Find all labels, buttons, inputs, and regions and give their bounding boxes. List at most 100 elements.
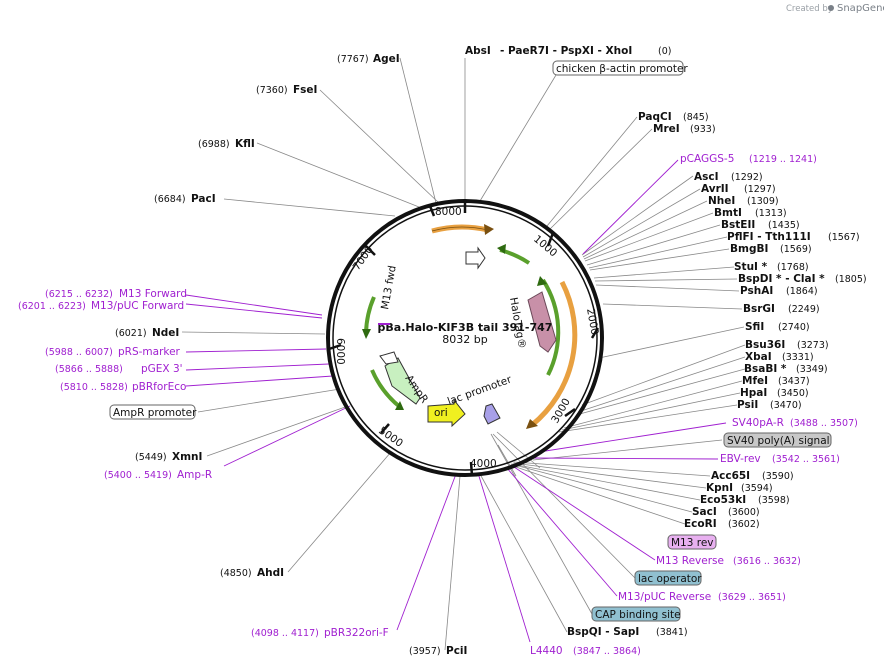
enzyme-hpai[interactable]: HpaI (740, 387, 767, 399)
enzyme-xmni-pos: (5449) (135, 452, 167, 463)
credit-label: Created by (786, 4, 833, 14)
primer-sv40pa-r-range: (3488 .. 3507) (790, 418, 858, 429)
enzyme-kfli[interactable]: KflI (235, 138, 255, 150)
primer-connector-lines (185, 159, 727, 643)
enzyme-avrii[interactable]: AvrII (701, 183, 729, 195)
primer-prs-marker[interactable]: pRS-marker (118, 346, 181, 358)
primer-m13-reverse[interactable]: M13 Reverse (656, 555, 724, 567)
enzyme-bmgbi-pos: (1569) (780, 244, 812, 255)
box-lac-operator[interactable] (634, 570, 702, 586)
enzyme-absi-extra[interactable]: - PaeR7I - PspXI - XhoI (500, 45, 632, 57)
primer-sv40pa-r[interactable]: SV40pA-R (732, 417, 784, 429)
ori-label: ori (434, 407, 448, 419)
enzyme-psii-pos: (3470) (770, 400, 802, 411)
enzyme-bsu36i-pos: (3273) (797, 340, 829, 351)
enzyme-paqci[interactable]: PaqCI (638, 111, 672, 123)
primer-m13-puc-forward[interactable]: M13/pUC Forward (91, 300, 184, 312)
lac-promoter-feature (483, 403, 501, 425)
enzyme-pflfi[interactable]: PflFI - Tth111I (727, 231, 811, 243)
enzyme-bspdi[interactable]: BspDI * - ClaI * (738, 273, 825, 285)
enzyme-nhei[interactable]: NheI (708, 195, 735, 207)
enzyme-agei[interactable]: AgeI (373, 53, 400, 65)
enzyme-bspdi-pos: (1805) (835, 274, 867, 285)
enzyme-fsei[interactable]: FseI (293, 84, 317, 96)
green-feature-1-arrow (497, 244, 506, 254)
primer-pgex3[interactable]: pGEX 3' (141, 363, 183, 375)
enzyme-bsteii[interactable]: BstEII (721, 219, 755, 231)
enzyme-psii[interactable]: PsiI (737, 399, 758, 411)
enzyme-xmni[interactable]: XmnI (172, 451, 202, 463)
enzyme-mfei[interactable]: MfeI (742, 375, 768, 387)
enzyme-asci[interactable]: AscI (694, 171, 719, 183)
orange-feature-right (530, 280, 578, 427)
box-ampr-promoter[interactable] (109, 404, 196, 420)
green-feature-4-arrow (395, 401, 404, 410)
enzyme-bsu36i[interactable]: Bsu36I (745, 339, 785, 351)
box-chicken-beta-actin-promoter[interactable] (552, 60, 684, 76)
enzyme-kfli-pos: (6988) (198, 139, 230, 150)
ampr-promoter-feature (379, 351, 399, 365)
enzyme-stui[interactable]: StuI * (734, 261, 768, 273)
primer-pbr322ori-f[interactable]: pBR322ori-F (324, 627, 389, 639)
enzyme-absi-pos: (0) (658, 46, 671, 57)
box-cap-binding-site[interactable] (591, 606, 681, 622)
label-cap-binding-site: CAP binding site (595, 609, 681, 621)
primer-prs-marker-range: (5988 .. 6007) (45, 347, 113, 358)
enzyme-sfii[interactable]: SfiI (745, 321, 764, 333)
orange-feature-top-outline (431, 226, 489, 232)
primer-pbr322ori-f-range: (4098 .. 4117) (251, 628, 319, 639)
green-feature-2-arrow (537, 276, 547, 286)
enzyme-bmti[interactable]: BmtI (714, 207, 742, 219)
enzyme-eco53ki-pos: (3598) (758, 495, 790, 506)
enzyme-xbai[interactable]: XbaI (745, 351, 772, 363)
enzyme-paqci-pos: (845) (683, 112, 709, 123)
enzyme-bsrgi[interactable]: BsrGI (743, 303, 775, 315)
enzyme-kpni-pos: (3594) (741, 483, 773, 494)
enzyme-ndei-pos: (6021) (115, 328, 147, 339)
label-chicken-beta-actin-promoter: chicken β-actin promoter (556, 63, 688, 75)
label-sv40-polya-signal: SV40 poly(A) signal (727, 435, 830, 447)
enzyme-pshai-pos: (1864) (786, 286, 818, 297)
enzyme-mrei-pos: (933) (690, 124, 716, 135)
enzyme-pshai[interactable]: PshAI (740, 285, 773, 297)
lac-promoter-label: lac promoter (446, 373, 514, 407)
enzyme-ecori[interactable]: EcoRI (684, 518, 717, 530)
box-sv40-polya-signal[interactable] (723, 432, 832, 448)
enzyme-bsabi[interactable]: BsaBI * (744, 363, 787, 375)
box-m13-rev[interactable] (667, 534, 717, 550)
enzyme-bsabi-pos: (3349) (796, 364, 828, 375)
enzyme-bsteii-pos: (1435) (768, 220, 800, 231)
enzyme-paci-pos: (6684) (154, 194, 186, 205)
primer-pcaggs-5[interactable]: pCAGGS-5 (680, 153, 734, 165)
primer-pbrforeco[interactable]: pBRforEco (132, 381, 186, 393)
primer-amp-r[interactable]: Amp-R (177, 469, 212, 481)
primer-m13-forward[interactable]: M13 Forward (119, 288, 187, 300)
enzyme-connector-lines (181, 57, 746, 651)
enzyme-bmti-pos: (1313) (755, 208, 787, 219)
ori-feature (427, 398, 466, 428)
enzyme-saci[interactable]: SacI (692, 506, 717, 518)
enzyme-bmgbi[interactable]: BmgBI (730, 243, 768, 255)
enzyme-mrei[interactable]: MreI (653, 123, 680, 135)
enzyme-absi[interactable]: AbsI (465, 45, 491, 57)
enzyme-pcii-pos: (3957) (409, 646, 441, 657)
orange-feature-top-arrow (484, 224, 494, 235)
enzyme-ahdi[interactable]: AhdI (257, 567, 284, 579)
primer-l4440[interactable]: L4440 (530, 645, 563, 657)
primer-m13-puc-reverse[interactable]: M13/pUC Reverse (618, 591, 711, 603)
enzyme-bspqi-pos: (3841) (656, 627, 688, 638)
enzyme-kpni[interactable]: KpnI (706, 482, 733, 494)
enzyme-sfii-pos: (2740) (778, 322, 810, 333)
enzyme-ndei[interactable]: NdeI (152, 327, 179, 339)
enzyme-bspqi[interactable]: BspQI - SapI (567, 626, 639, 638)
enzyme-acc65i[interactable]: Acc65I (711, 470, 750, 482)
enzyme-asci-pos: (1292) (731, 172, 763, 183)
enzyme-eco53ki[interactable]: Eco53kI (700, 494, 746, 506)
enzyme-paci[interactable]: PacI (191, 193, 216, 205)
snapgene-icon (828, 5, 834, 11)
enzyme-fsei-pos: (7360) (256, 85, 288, 96)
primer-ebv-rev[interactable]: EBV-rev (720, 453, 761, 465)
enzyme-pcii[interactable]: PciI (446, 645, 467, 657)
label-ampr-promoter: AmpR promoter (113, 407, 197, 419)
label-lac-operator: lac operator (638, 573, 702, 585)
